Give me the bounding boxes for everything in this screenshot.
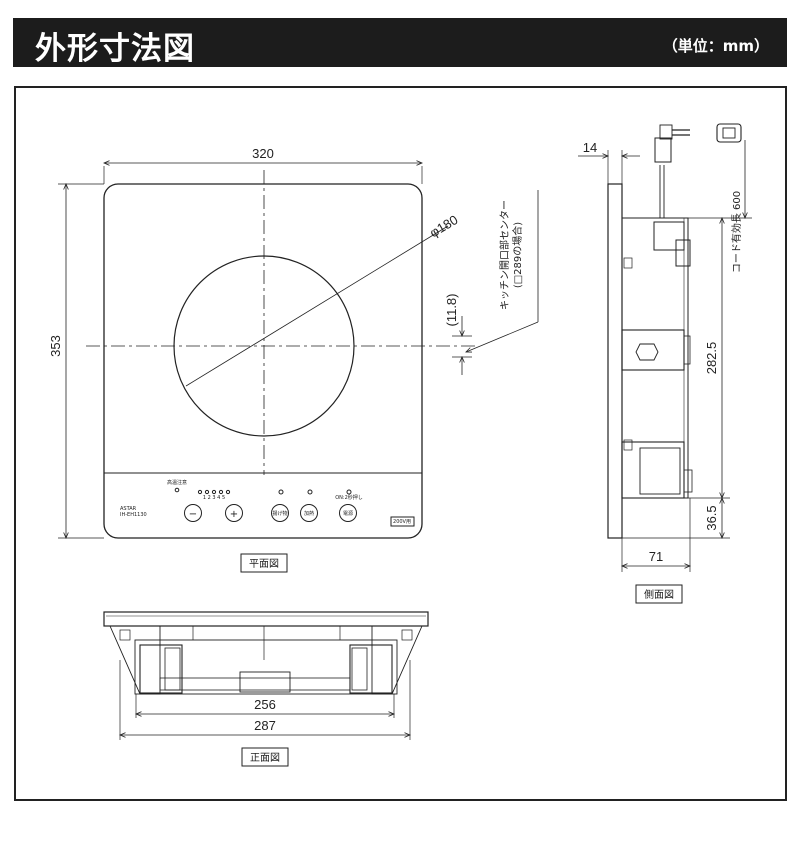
fry-button-outline [271,504,289,522]
plus-button[interactable]: + [230,509,238,520]
top-plate [103,611,429,627]
voltage-badge-outline [390,516,415,527]
dim-bottom-text: 36.5 [704,505,719,530]
brand-logo: ASTAR [120,506,137,512]
dim-mid-text: 282.5 [704,342,719,375]
dim-outer-text: 287 [254,718,276,733]
diameter-leader [185,225,449,387]
unit-label: （単位：mm） [662,37,769,55]
dim-inner-text: 256 [254,697,276,712]
level-numbers: 1 2 3 4 5 [203,495,225,501]
cooktop-outline [103,183,423,539]
dim-offset-text: (11.8) [444,294,459,327]
side-top-plate [607,183,623,539]
plug-icon [716,123,742,143]
dim-cord-text: コード有効長 600 [730,191,743,273]
header-bar: 外形寸法図 （単位：mm） [13,18,787,67]
dim-top-text: 14 [583,140,597,155]
plan-view-label: 平面図 [249,558,279,570]
dim-depth-text: 71 [649,549,663,564]
plus-button-outline [225,504,243,522]
front-view-label: 正面図 [250,752,280,764]
minus-button[interactable]: − [189,509,197,520]
minus-button-outline [184,504,202,522]
fry-button[interactable]: 揚げ物 [272,510,287,517]
note-line-1: キッチン開口部センター [498,200,511,310]
model-label: IH-EH1130 [120,512,147,518]
heat-warning-label: 高温注意 [167,479,187,486]
side-view-label: 側面図 [644,588,674,601]
dim-height-text: 353 [48,335,63,357]
power-button-outline [339,504,357,522]
plan-view [58,163,539,539]
power-cord [659,165,665,218]
heat-button[interactable]: 加熱 [304,510,314,517]
note-leader [466,321,539,352]
dim-diameter-text: φ180 [427,212,461,240]
side-view [578,123,752,572]
heat-button-outline [300,504,318,522]
drawing-frame [14,86,787,801]
on-hint-label: ON:2秒押し [335,494,363,501]
voltage-badge: 200V用 [393,519,411,525]
front-view [103,611,429,740]
heat-indicator-led [174,487,180,493]
note-line-2: (□289の場合) [511,222,524,288]
page-title: 外形寸法図 [35,31,195,67]
dim-width-text: 320 [252,146,274,161]
power-button[interactable]: 電源 [343,510,353,517]
